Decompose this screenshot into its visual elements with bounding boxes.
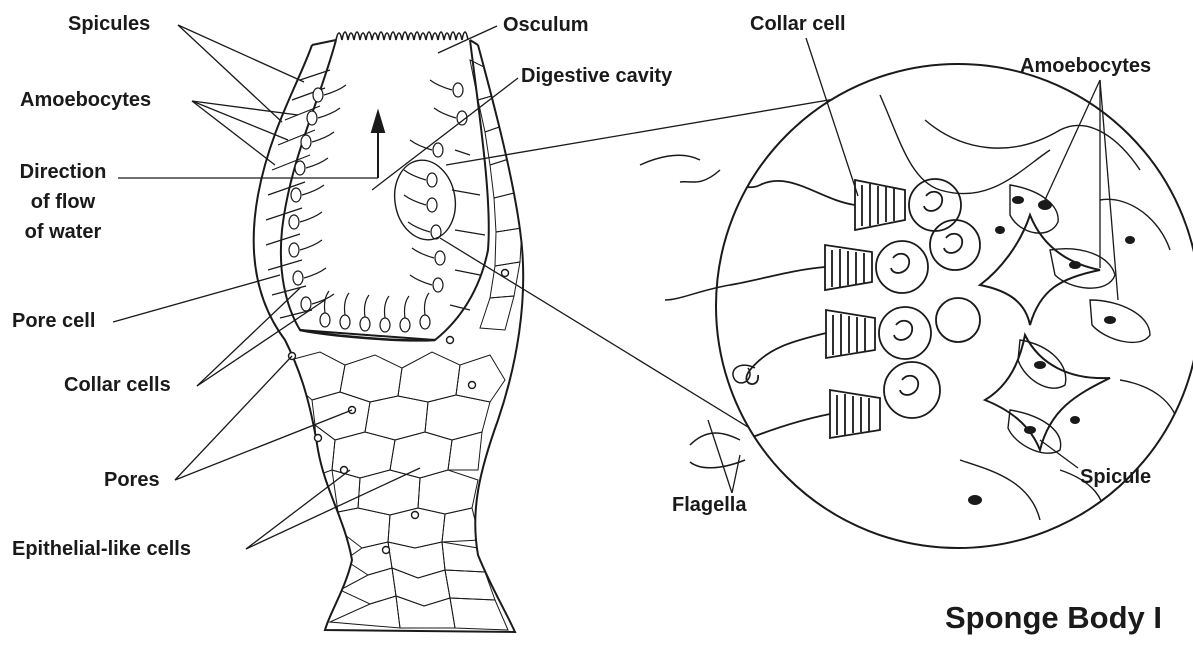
osculum-fringe: [336, 32, 468, 40]
label-direction-line2: of flow: [8, 191, 118, 214]
label-flagella: Flagella: [672, 494, 746, 517]
epithelial-mesh: [290, 60, 522, 630]
label-osculum: Osculum: [503, 14, 589, 37]
label-collar-cells: Collar cells: [64, 374, 171, 397]
label-epithelial-cells: Epithelial-like cells: [12, 538, 191, 561]
water-flow-arrow: [372, 112, 384, 178]
label-spicules: Spicules: [68, 13, 150, 36]
label-pores: Pores: [104, 469, 160, 492]
label-direction-line3: of water: [8, 221, 118, 244]
label-spicule: Spicule: [1080, 466, 1151, 489]
label-amoebocytes-left: Amoebocytes: [20, 89, 151, 112]
label-amoebocytes-right: Amoebocytes: [1020, 55, 1151, 78]
label-pore-cell: Pore cell: [12, 310, 95, 333]
label-direction-line1: Direction: [8, 161, 118, 184]
figure-title: Sponge Body I: [945, 600, 1162, 636]
label-digestive-cavity: Digestive cavity: [521, 65, 672, 88]
inner-wall-cells: [266, 70, 485, 332]
label-collar-cell: Collar cell: [750, 13, 846, 36]
